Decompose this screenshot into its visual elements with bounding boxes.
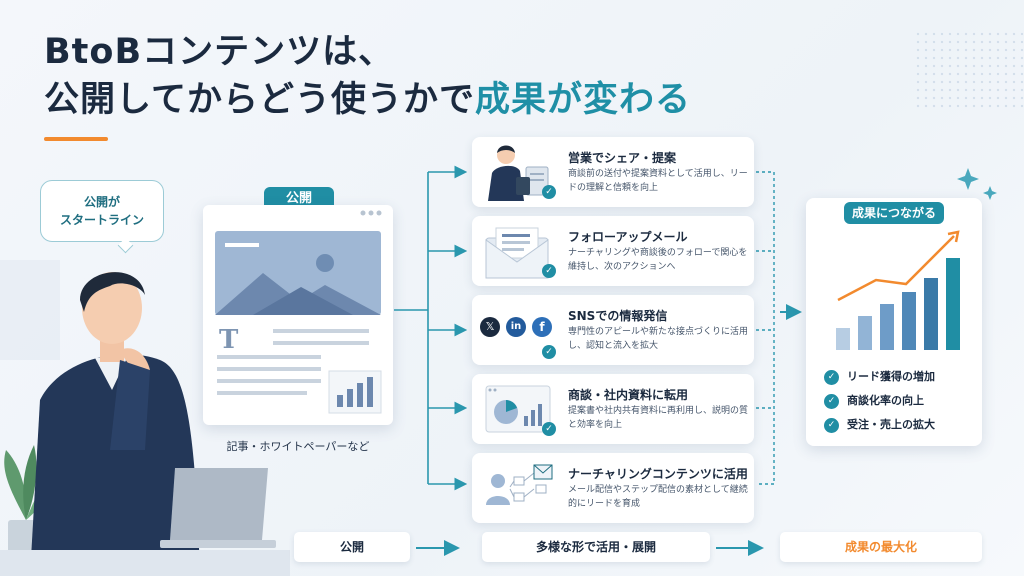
title-line-1: BtoBコンテンツは、: [44, 32, 395, 72]
check-icon: ✓: [824, 369, 839, 385]
flow-step-utilize: 多様な形で活用・展開: [482, 532, 710, 562]
thinking-businessman-illustration: [0, 260, 290, 576]
check-icon: ✓: [542, 422, 556, 436]
channel-card-followup-mail: ✓ フォローアップメール ナーチャリングや商談後のフォローで関心を維持し、次のア…: [472, 216, 754, 286]
channel-description: 商談前の送付や提案資料として活用し、リードの理解と信頼を向上: [568, 169, 748, 193]
check-icon: ✓: [824, 393, 839, 409]
channel-title: ナーチャリングコンテンツに活用: [568, 467, 748, 481]
channel-card-sales-share: ✓ 営業でシェア・提案 商談前の送付や提案資料として活用し、リードの理解と信頼を…: [472, 137, 754, 207]
mail-icon: [485, 227, 549, 279]
chart-doc-icon: [485, 385, 551, 433]
result-label: 成果につながる: [844, 202, 944, 224]
flow-step-maximize: 成果の最大化: [780, 532, 982, 562]
text-icon: T: [219, 325, 239, 355]
title-underline: [44, 137, 108, 141]
title-line-2-prefix: 公開してからどう使うかで: [44, 80, 475, 120]
result-item: ✓ 商談化率の向上: [824, 392, 924, 409]
channel-description: ナーチャリングや商談後のフォローで関心を維持し、次のアクションへ: [568, 248, 748, 272]
title-line-2: 公開してからどう使うかで成果が変わる: [44, 76, 691, 124]
channel-card-sns: 𝕏 in f ✓ SNSでの情報発信 専門性のアピールや新たな接点づくりに活用し…: [472, 295, 754, 365]
bubble-line-2: スタートライン: [59, 213, 144, 227]
result-card: 成果につながる ✓ リード獲得の増加 ✓ 商談化率の向上 ✓ 受注・売上の拡大: [806, 198, 982, 446]
document-caption: 記事・ホワイトペーパーなど: [226, 440, 370, 453]
page-title: BtoBコンテンツは、 公開してからどう使うかで成果が変わる: [44, 28, 691, 124]
channel-description: 専門性のアピールや新たな接点づくりに活用し、認知と流入を拡大: [568, 327, 749, 351]
channel-description: 提案書や社内共有資料に再利用し、説明の質と効率を向上: [568, 406, 749, 430]
title-highlight: 成果が変わる: [474, 80, 691, 120]
channel-title: 営業でシェア・提案: [568, 151, 677, 165]
flow-step-publish: 公開: [294, 532, 410, 562]
channel-description: メール配信やステップ配信の素材として継続的にリードを育成: [568, 485, 748, 509]
channel-card-nurturing: ナーチャリングコンテンツに活用 メール配信やステップ配信の素材として継続的にリー…: [472, 453, 754, 523]
facebook-logo-icon: f: [532, 317, 552, 337]
published-document-mockup: T: [203, 205, 393, 425]
x-logo-icon: 𝕏: [480, 317, 500, 337]
nurturing-flow-icon: [486, 464, 553, 505]
result-item-text: 商談化率の向上: [847, 394, 924, 407]
speech-bubble: 公開が スタートライン: [40, 180, 164, 242]
channel-title: フォローアップメール: [568, 230, 688, 244]
check-icon: ✓: [824, 417, 839, 433]
linkedin-logo-icon: in: [506, 317, 526, 337]
channel-title: 商談・社内資料に転用: [568, 388, 689, 402]
result-item: ✓ 受注・売上の拡大: [824, 416, 935, 433]
result-item-text: リード獲得の増加: [847, 370, 935, 383]
document-illustration: [215, 210, 382, 414]
decorative-dot-grid: [914, 30, 1024, 110]
growth-bar-chart-illustration: [836, 230, 960, 350]
channel-card-sales-docs: ✓ 商談・社内資料に転用 提案書や社内共有資料に再利用し、説明の質と効率を向上: [472, 374, 754, 444]
channel-title: SNSでの情報発信: [568, 309, 668, 323]
result-item: ✓ リード獲得の増加: [824, 368, 935, 385]
check-icon: ✓: [542, 185, 556, 199]
bubble-line-1: 公開が: [83, 195, 120, 209]
result-item-text: 受注・売上の拡大: [847, 418, 935, 431]
check-icon: ✓: [542, 345, 556, 359]
check-icon: ✓: [542, 264, 556, 278]
